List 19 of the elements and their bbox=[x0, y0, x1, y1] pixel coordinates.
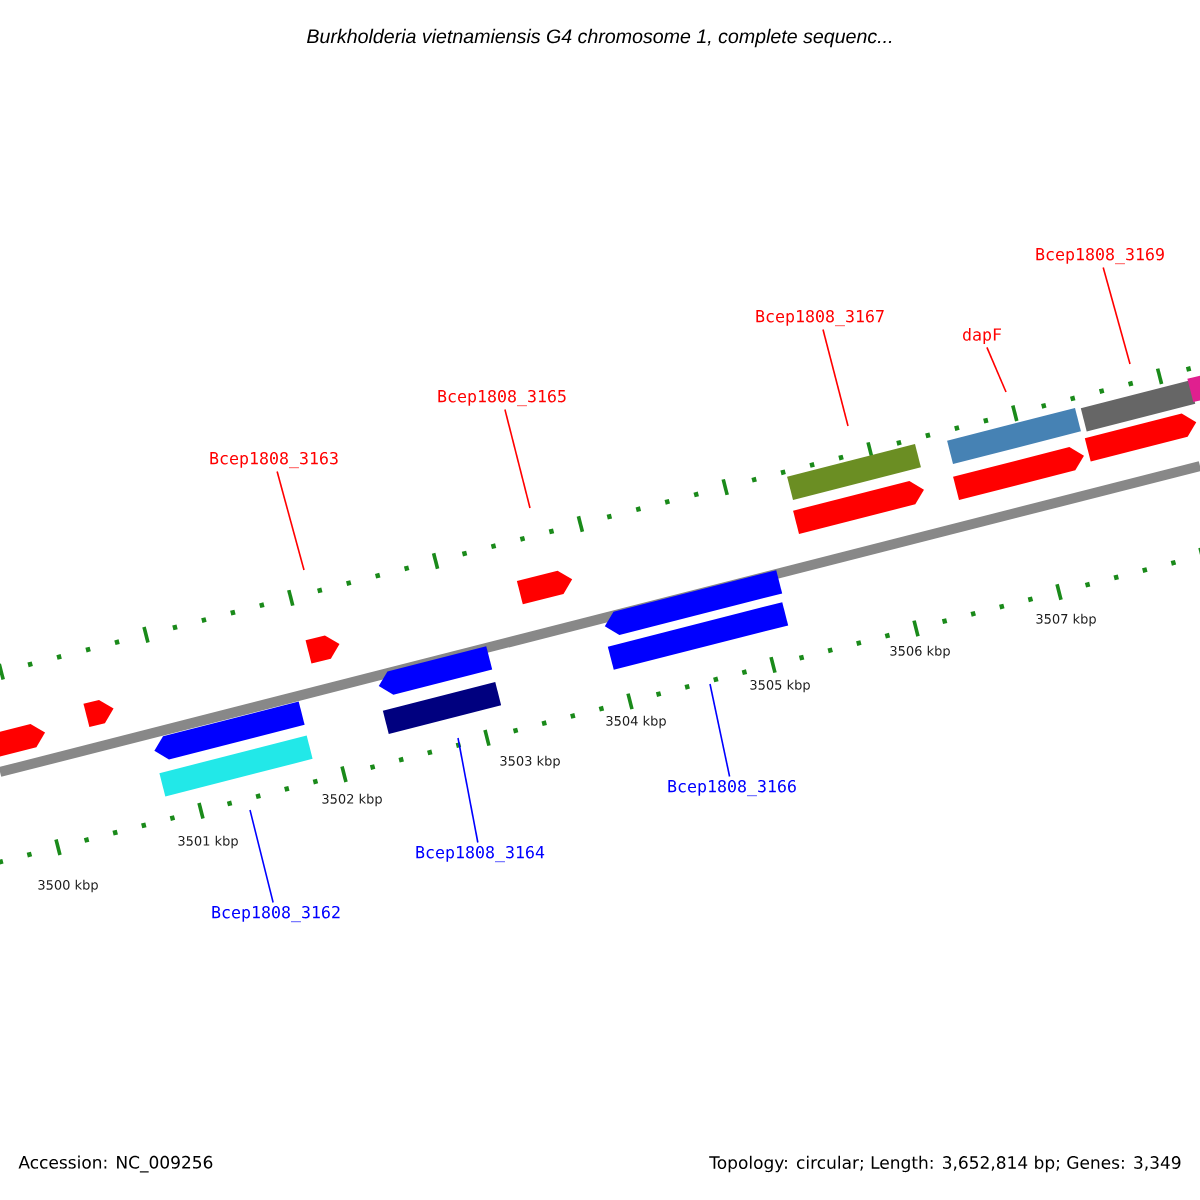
gene-label: Bcep1808_3164 bbox=[416, 845, 545, 863]
leader-line bbox=[276, 470, 305, 571]
leader-line bbox=[1102, 266, 1131, 365]
leader-line bbox=[709, 683, 731, 778]
gene-label: dapF bbox=[963, 328, 1001, 345]
title: Burkholderia vietnamiensis G4 chromosome 1, complete sequenc... bbox=[307, 28, 892, 48]
gene-label: Bcep1808_3169 bbox=[1036, 247, 1164, 265]
leader-line bbox=[822, 328, 849, 427]
leader-line bbox=[504, 408, 531, 509]
gene-label: Bcep1808_3165 bbox=[438, 389, 566, 407]
footer-text: Accession: NC_009256 bbox=[18, 1155, 213, 1173]
gene-label: Bcep1808_3162 bbox=[212, 905, 340, 923]
gene-label: Bcep1808_3167 bbox=[756, 309, 884, 327]
gene-label: Bcep1808_3166 bbox=[668, 779, 796, 797]
leader-line bbox=[457, 737, 479, 844]
leader-line bbox=[986, 346, 1007, 393]
gene-label: Bcep1808_3163 bbox=[210, 451, 338, 469]
leader-line bbox=[249, 809, 274, 904]
footer-text: Topology: circular; Length: 3,652,814 bp; Genes: 3,349 bbox=[709, 1155, 1181, 1173]
